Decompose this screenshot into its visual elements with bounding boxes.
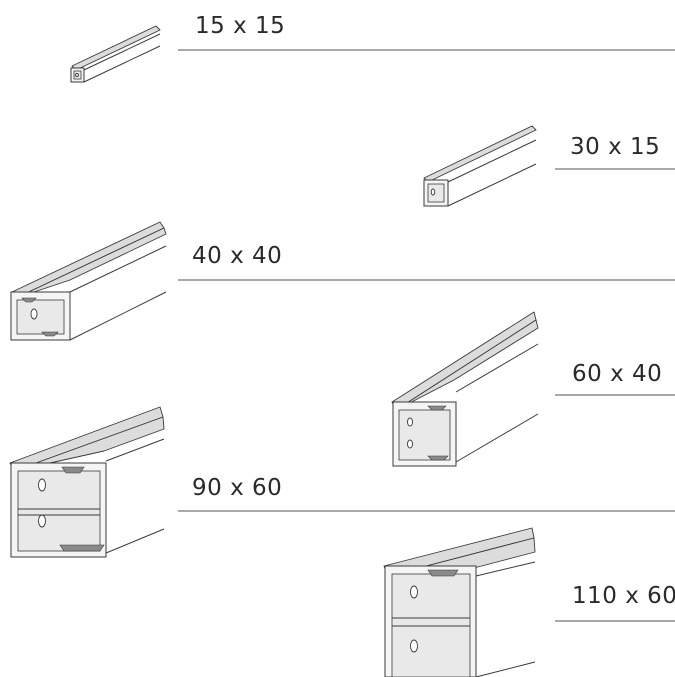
divider-line [555, 168, 675, 170]
divider-line [178, 279, 675, 281]
cable-duct-90x60-illustration [9, 406, 165, 558]
size-label: 90 x 60 [192, 475, 283, 501]
cable-duct-30x15-illustration [423, 125, 537, 207]
cable-duct-60x40-illustration [391, 311, 539, 467]
divider-line [555, 620, 675, 622]
cable-duct-110x60-illustration [383, 527, 536, 677]
cable-duct-15x15-illustration [70, 25, 161, 83]
size-label: 110 x 60 [572, 583, 675, 609]
size-label: 60 x 40 [572, 361, 663, 387]
size-label: 40 x 40 [192, 243, 283, 269]
cable-duct-40x40-illustration [10, 221, 167, 341]
size-label: 30 x 15 [570, 134, 661, 160]
divider-line [555, 394, 675, 396]
divider-line [178, 49, 675, 51]
size-label: 15 x 15 [195, 13, 286, 39]
divider-line [178, 510, 675, 512]
